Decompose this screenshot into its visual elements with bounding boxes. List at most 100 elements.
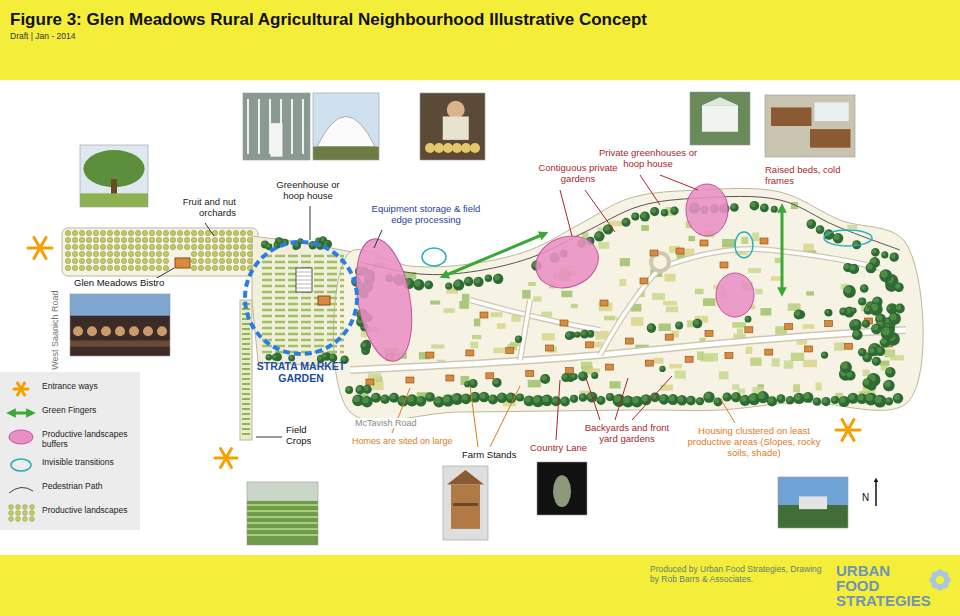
shelf [453,503,478,506]
orchard-tree [240,258,245,263]
entrance-asterisk-stroke [842,420,854,441]
house [785,323,793,329]
tree-highlight [851,308,854,311]
orchard-tree [128,244,133,249]
orchard-tree [149,237,154,242]
tree-highlight [465,278,470,283]
tree-highlight [632,397,638,403]
house [645,360,653,366]
sky [247,482,318,545]
orchard-tree [240,237,245,242]
house [546,345,554,351]
legend-dot [9,516,14,521]
garden-patch [675,370,686,378]
tree-highlight [604,225,610,231]
garden-patch [472,335,481,339]
tree-highlight [884,381,890,387]
tree-highlight [768,397,774,403]
garden-patch [719,371,729,379]
tree-highlight [493,379,498,384]
tree [516,393,524,401]
house [745,327,753,333]
orchard-tree [205,265,210,270]
tree [803,392,814,403]
green-finger-arrow [444,234,544,276]
tree-highlight [875,396,882,403]
road-edge [470,300,600,330]
legend-dot [23,516,28,521]
orchard-tree [226,230,231,235]
tree-highlight [541,375,547,381]
orchard-tree [219,265,224,270]
tree-highlight [489,395,494,400]
tree-highlight [322,354,326,358]
house [446,375,454,381]
tree [686,396,696,406]
garden-patch [755,289,763,295]
tree [574,331,580,337]
greenhouse-rib [296,280,312,281]
top-guide [360,196,900,274]
entrance-asterisk-stroke [221,448,232,467]
legend-text: Pedestrian Path [42,482,136,492]
garden-patch [722,239,736,247]
garden-patch [641,225,649,231]
legend-panel: Entrance waysGreen FingersProductive lan… [0,372,140,530]
tree-highlight [425,281,430,286]
legend-path [9,487,33,493]
photo [313,93,379,160]
legend-swatch [6,504,36,522]
garden-patch [430,300,440,304]
orchard-tree [156,244,161,249]
sky [80,145,148,207]
field-crop-strip [240,300,252,440]
tree-highlight [651,208,656,213]
tree-highlight [381,395,386,400]
tree-highlight [316,238,319,241]
callout-label: Contiguous private gardens [530,163,626,185]
tree-highlight [517,394,521,398]
stand-roof [447,470,484,485]
orchard-tree [114,258,119,263]
orchard-tree [149,244,154,249]
orchard-tree [142,230,147,235]
house [566,368,574,374]
tree-highlight [465,382,469,386]
tree [816,225,825,234]
crop-row [242,373,250,375]
tree [670,206,678,214]
tree-highlight [330,354,335,359]
crop-row [242,368,250,370]
tree [650,207,659,216]
tree-highlight [732,393,738,399]
orchard-tree [86,258,91,263]
tree [860,284,869,293]
tree-highlight [822,352,826,356]
frame [291,99,293,154]
tree-highlight [694,320,699,325]
orchard-tree [72,244,77,249]
photo-border [420,93,485,160]
tree-highlight [446,283,450,287]
garden-patch [610,381,621,388]
orchard-tree [142,244,147,249]
orchard-tree [107,251,112,256]
garden-patch [581,362,592,369]
house [725,353,733,359]
callout-label: Fruit and nut orchards [160,197,236,219]
leader-line [556,380,560,440]
legend-dot [30,504,35,509]
tree [650,392,660,402]
orchard-tree [79,230,84,235]
tree [831,396,839,404]
tree [416,396,427,407]
tree [885,367,896,378]
tree-highlight [362,397,368,403]
legend-dot [9,504,14,509]
orchard-tree [233,244,238,249]
garden-patch [880,361,889,366]
invisible-transition [824,230,872,246]
crop-row [247,534,318,536]
tree-highlight [353,396,359,402]
